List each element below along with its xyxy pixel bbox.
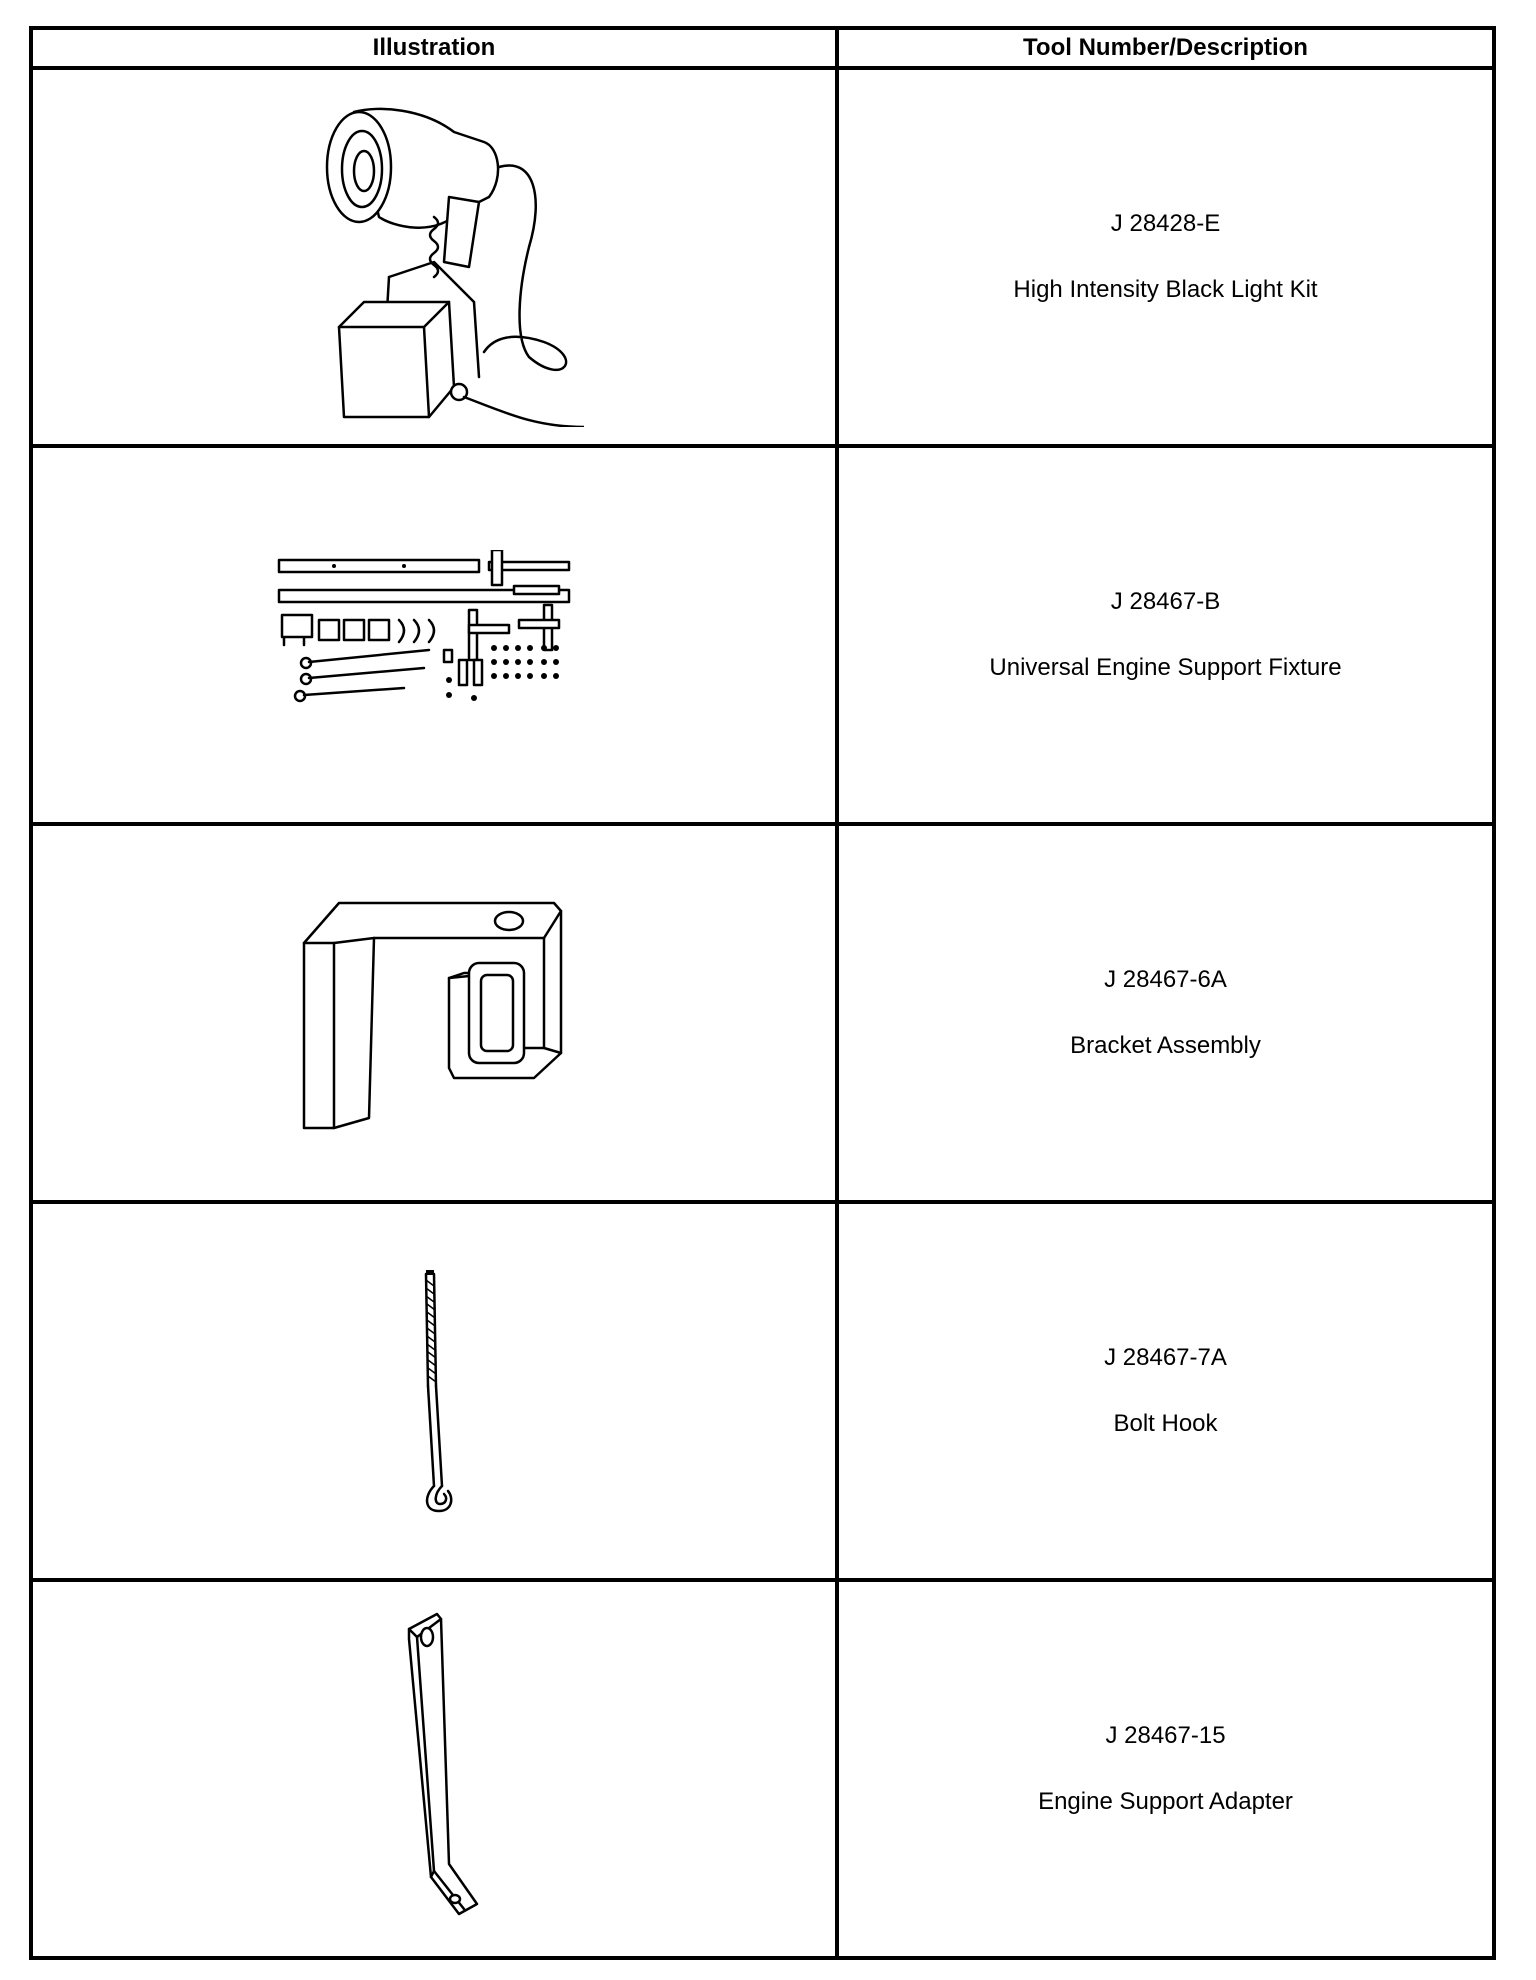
tool-number: J 28467-15 <box>1105 1722 1226 1749</box>
tool-description: Bolt Hook <box>1113 1410 1218 1437</box>
engine-support-fixture-icon <box>277 550 571 703</box>
illustration-cell <box>29 1200 839 1582</box>
description-cell: J 28467-B Universal Engine Support Fixtu… <box>835 444 1496 826</box>
illustration-cell <box>29 66 839 448</box>
header-row: Illustration Tool Number/Description <box>29 26 1496 70</box>
tool-number: J 28467-7A <box>1104 1344 1227 1371</box>
tool-number: J 28428-E <box>1110 210 1221 237</box>
description-cell: J 28467-7A Bolt Hook <box>835 1200 1496 1582</box>
illustration-cell <box>29 822 839 1204</box>
bolt-hook-icon <box>424 1270 453 1513</box>
table-row: J 28467-7A Bolt Hook <box>29 1200 1496 1582</box>
illustration-cell <box>29 444 839 826</box>
black-light-kit-icon <box>325 107 584 427</box>
tool-description: Bracket Assembly <box>1070 1032 1261 1059</box>
tool-number: J 28467-B <box>1110 588 1221 615</box>
engine-support-adapter-icon <box>407 1612 479 1916</box>
illustration-header: Illustration <box>29 26 839 70</box>
description-header: Tool Number/Description <box>835 26 1496 70</box>
table-row: J 28428-E High Intensity Black Light Kit <box>29 66 1496 448</box>
table-row: J 28467-B Universal Engine Support Fixtu… <box>29 444 1496 826</box>
description-cell: J 28428-E High Intensity Black Light Kit <box>835 66 1496 448</box>
table-row: J 28467-15 Engine Support Adapter <box>29 1578 1496 1960</box>
tool-number: J 28467-6A <box>1104 966 1227 993</box>
tool-description: Engine Support Adapter <box>1038 1788 1293 1815</box>
table-row: J 28467-6A Bracket Assembly <box>29 822 1496 1204</box>
illustration-cell <box>29 1578 839 1960</box>
tool-description: High Intensity Black Light Kit <box>1013 276 1318 303</box>
description-cell: J 28467-15 Engine Support Adapter <box>835 1578 1496 1960</box>
bracket-assembly-icon <box>302 901 563 1130</box>
tool-description: Universal Engine Support Fixture <box>989 654 1342 681</box>
tools-table: Illustration Tool Number/Description <box>29 26 1496 1960</box>
description-cell: J 28467-6A Bracket Assembly <box>835 822 1496 1204</box>
